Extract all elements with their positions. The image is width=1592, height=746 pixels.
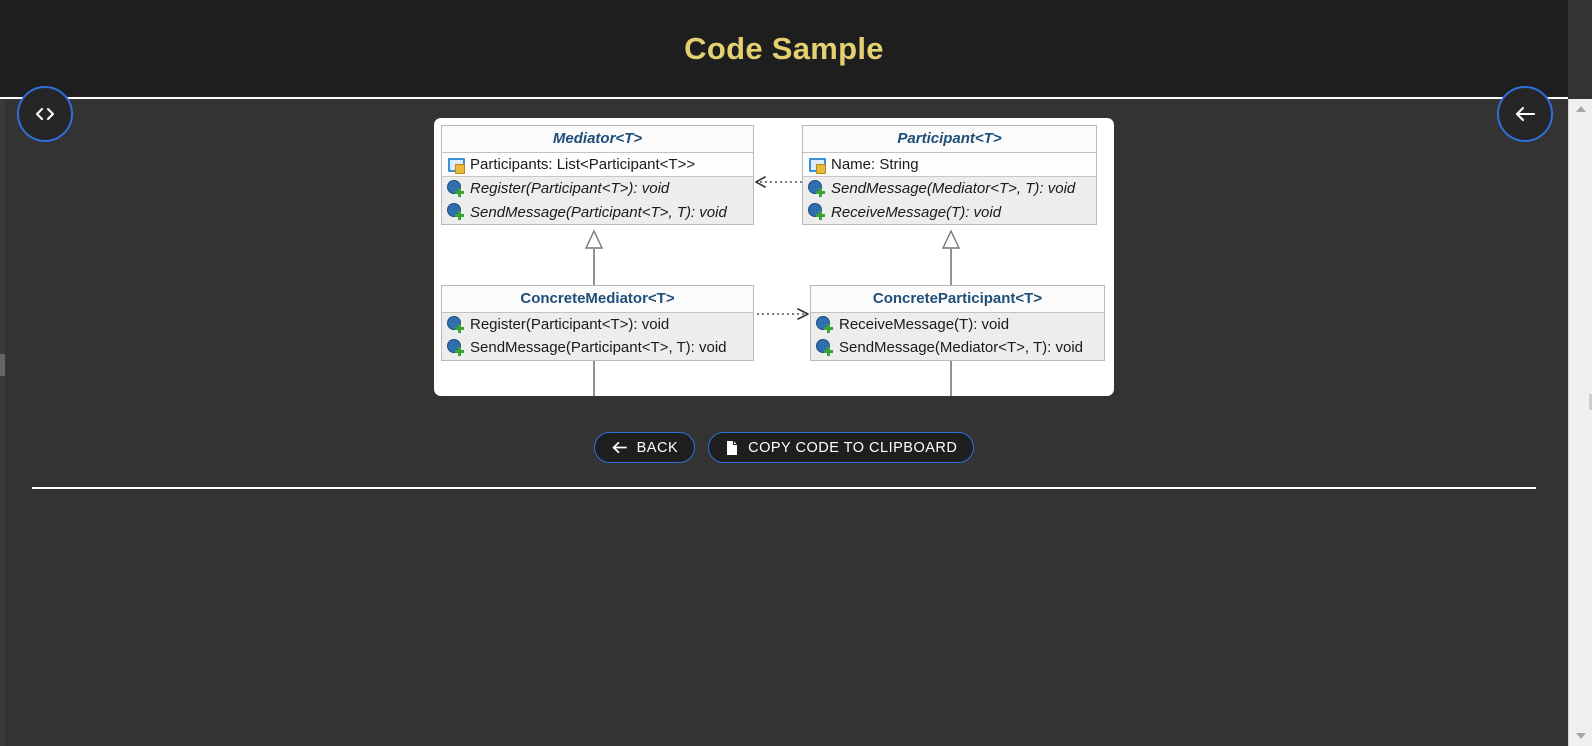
uml-class-title: Mediator<T> [442, 126, 753, 153]
page-header: Code Sample [0, 0, 1568, 99]
vertical-scrollbar[interactable] [1568, 99, 1592, 746]
uml-class-title: Participant<T> [803, 126, 1096, 153]
action-button-bar: BACK COPY CODE TO CLIPBOARD [0, 432, 1568, 463]
uml-class-concrete-mediator[interactable]: ConcreteMediator<T> Register(Participant… [441, 285, 754, 361]
uml-member-text: ReceiveMessage(T): void [831, 203, 1002, 221]
uml-member-text: Register(Participant<T>): void [470, 180, 670, 198]
method-icon [817, 339, 834, 356]
property-icon [448, 157, 465, 174]
copy-document-icon [725, 440, 739, 456]
uml-member-text: SendMessage(Mediator<T>, T): void [839, 339, 1084, 357]
method-icon [809, 204, 826, 221]
section-divider [32, 487, 1536, 489]
uml-member-text: Register(Participant<T>): void [470, 316, 670, 333]
code-brackets-icon [34, 107, 56, 121]
back-navigation-button[interactable] [1497, 86, 1553, 142]
method-icon [809, 180, 826, 197]
uml-field-row: Name: String [803, 153, 1096, 176]
uml-method-row: Register(Participant<T>): void [442, 313, 753, 336]
copy-code-button-label: COPY CODE TO CLIPBOARD [748, 439, 958, 456]
method-icon [448, 339, 465, 356]
uml-class-title: ConcreteParticipant<T> [811, 286, 1104, 313]
uml-method-row: ReceiveMessage(T): void [811, 313, 1104, 336]
uml-member-text: ReceiveMessage(T): void [839, 316, 1010, 333]
uml-class-methods: ReceiveMessage(T): void SendMessage(Medi… [811, 313, 1104, 360]
code-toggle-button[interactable] [17, 86, 73, 142]
uml-method-row: SendMessage(Mediator<T>, T): void [803, 177, 1096, 200]
uml-member-text: SendMessage(Participant<T>, T): void [470, 203, 727, 221]
uml-method-row: Register(Participant<T>): void [442, 177, 753, 200]
uml-member-text: Participants: List<Participant<T>> [470, 156, 696, 173]
back-button[interactable]: BACK [593, 432, 696, 463]
page-title: Code Sample [684, 30, 884, 66]
method-icon [448, 204, 465, 221]
uml-class-methods: Register(Participant<T>): void SendMessa… [442, 313, 753, 360]
uml-class-methods: Register(Participant<T>): void SendMessa… [442, 176, 753, 224]
scroll-thumb[interactable] [1589, 394, 1592, 410]
method-icon [817, 316, 834, 333]
uml-member-text: Name: String [831, 156, 919, 173]
uml-method-row: ReceiveMessage(T): void [803, 201, 1096, 224]
uml-class-concrete-participant[interactable]: ConcreteParticipant<T> ReceiveMessage(T)… [810, 285, 1105, 361]
triangle-up-icon [1576, 106, 1586, 112]
triangle-down-icon [1576, 733, 1586, 739]
uml-class-fields: Participants: List<Participant<T>> [442, 153, 753, 177]
content-canvas: Mediator<T> Participants: List<Participa… [0, 101, 1568, 746]
copy-code-button[interactable]: COPY CODE TO CLIPBOARD [708, 432, 975, 463]
arrow-left-icon [611, 441, 628, 454]
uml-class-mediator[interactable]: Mediator<T> Participants: List<Participa… [441, 125, 754, 225]
uml-member-text: SendMessage(Participant<T>, T): void [470, 339, 727, 357]
uml-class-participant[interactable]: Participant<T> Name: String SendMessage(… [802, 125, 1097, 225]
left-scroll-nub[interactable] [0, 354, 5, 376]
arrow-left-icon [1513, 105, 1537, 123]
uml-class-fields: Name: String [803, 153, 1096, 177]
uml-class-title: ConcreteMediator<T> [442, 286, 753, 313]
uml-method-row: SendMessage(Mediator<T>, T): void [811, 336, 1104, 359]
method-icon [448, 316, 465, 333]
uml-method-row: SendMessage(Participant<T>, T): void [442, 201, 753, 224]
uml-member-text: SendMessage(Mediator<T>, T): void [831, 180, 1076, 198]
method-icon [448, 180, 465, 197]
uml-class-methods: SendMessage(Mediator<T>, T): void Receiv… [803, 176, 1096, 224]
scroll-down-button[interactable] [1569, 726, 1592, 746]
property-icon [809, 157, 826, 174]
back-button-label: BACK [636, 439, 679, 456]
uml-field-row: Participants: List<Participant<T>> [442, 153, 753, 176]
uml-diagram: Mediator<T> Participants: List<Participa… [434, 118, 1114, 396]
scroll-up-button[interactable] [1569, 99, 1592, 119]
uml-diagram-card: Mediator<T> Participants: List<Participa… [434, 118, 1114, 396]
left-edge-scrollbar[interactable] [0, 99, 5, 746]
uml-method-row: SendMessage(Participant<T>, T): void [442, 336, 753, 359]
